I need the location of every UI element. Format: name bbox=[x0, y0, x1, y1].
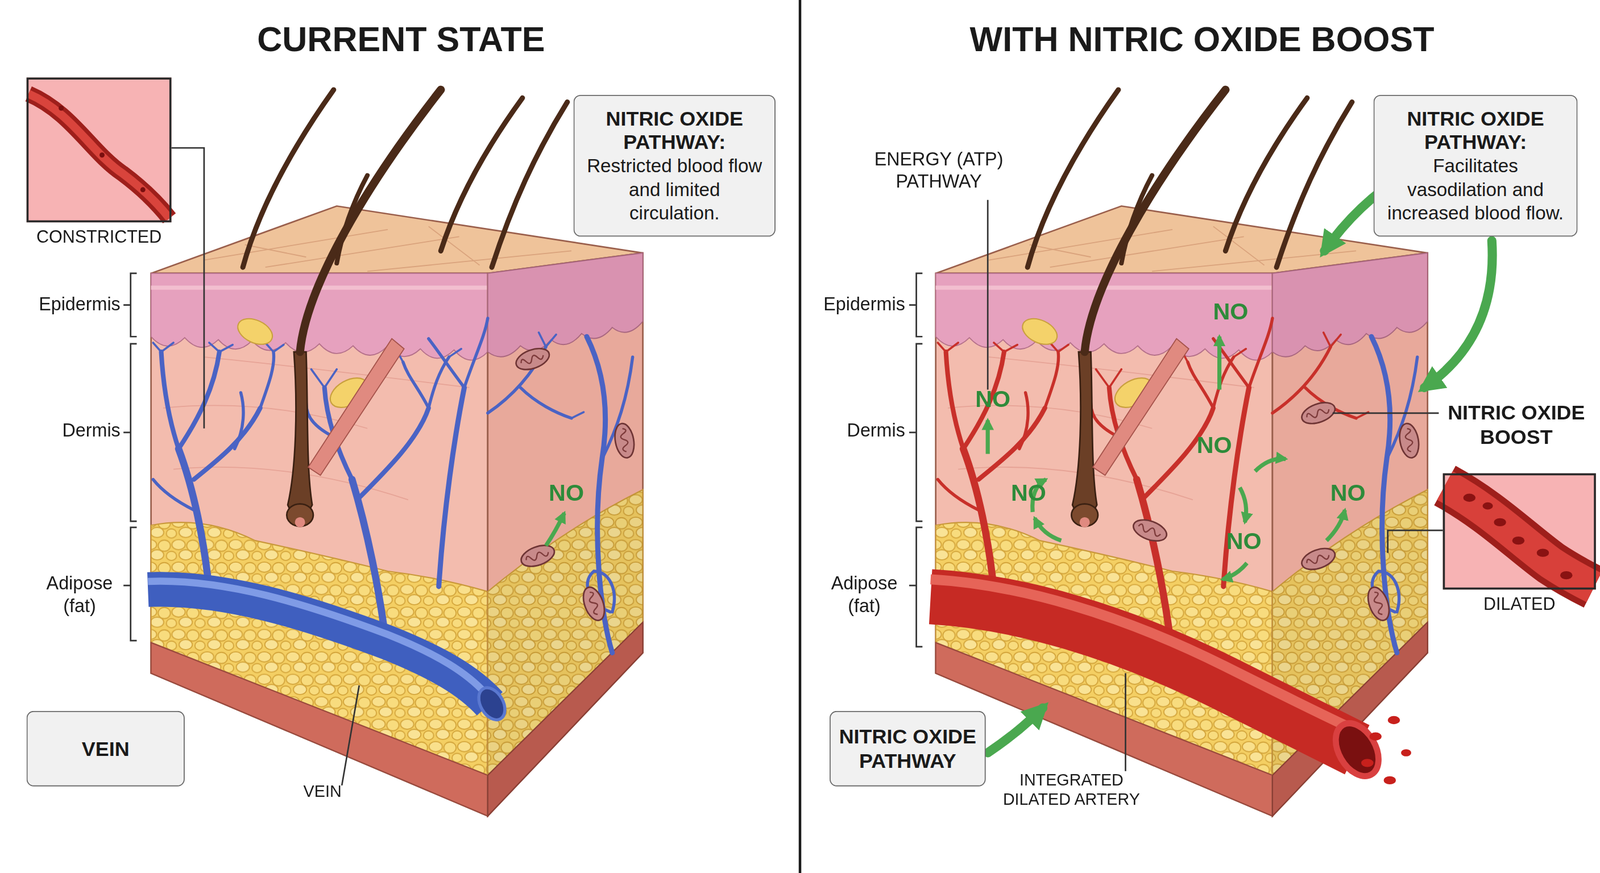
leader-line bbox=[1387, 530, 1444, 553]
constricted-vessel-wall bbox=[28, 93, 170, 219]
box-label: NITRIC OXIDE PATHWAY bbox=[834, 724, 981, 774]
skin-block-left bbox=[151, 206, 644, 817]
no-arrow bbox=[1217, 336, 1222, 390]
mitochondrion bbox=[1298, 544, 1338, 574]
layer-label: Epidermis bbox=[790, 293, 906, 317]
constricted-vessel-lumen bbox=[28, 93, 170, 219]
no-arrow bbox=[1254, 458, 1286, 472]
label-box: VEIN bbox=[26, 711, 185, 787]
no-arrow bbox=[1239, 487, 1246, 523]
blood-cell bbox=[1493, 518, 1507, 527]
no-label: NO bbox=[1322, 479, 1374, 508]
no-label: NO bbox=[1204, 297, 1257, 327]
callout-heading: NITRIC OXIDE PATHWAY: bbox=[581, 106, 768, 155]
layer-label: Adipose (fat) bbox=[36, 573, 123, 619]
pathway-arrow bbox=[987, 707, 1043, 753]
no-arrows bbox=[987, 336, 1345, 580]
no-arrow bbox=[985, 420, 990, 454]
inset-box: DILATED bbox=[1443, 473, 1597, 591]
mitochondrion bbox=[612, 421, 637, 460]
layer-bracket bbox=[123, 273, 137, 641]
no-arrow bbox=[1326, 510, 1345, 541]
mitochondrion bbox=[513, 344, 553, 374]
pathway-arrows bbox=[987, 173, 1492, 753]
no-arrow bbox=[545, 513, 565, 546]
layer-label: Dermis bbox=[6, 420, 121, 443]
mitochondrion bbox=[1397, 421, 1421, 460]
leader-line bbox=[1124, 673, 1127, 772]
hairs-right bbox=[1018, 89, 1353, 528]
blood-cell bbox=[58, 105, 64, 111]
vein-tube bbox=[147, 589, 490, 704]
blood-cell bbox=[1361, 759, 1374, 768]
leader-line bbox=[171, 147, 204, 429]
mitochondrion bbox=[1130, 516, 1170, 546]
layer-label: Epidermis bbox=[6, 293, 121, 317]
blood-cell bbox=[1400, 749, 1412, 757]
label-box: NITRIC OXIDE PATHWAY bbox=[829, 711, 986, 787]
blood-cell bbox=[1536, 549, 1550, 558]
inset-caption: CONSTRICTED bbox=[0, 227, 201, 248]
pathway-arrow bbox=[1424, 241, 1492, 388]
leader-line bbox=[1332, 412, 1440, 414]
leader-line bbox=[987, 200, 989, 391]
boost-label: NITRIC OXIDE BOOST bbox=[1436, 399, 1597, 449]
callout-heading: NITRIC OXIDE PATHWAY: bbox=[1381, 106, 1570, 155]
vessel-label: VEIN bbox=[281, 781, 364, 802]
leader-line bbox=[341, 685, 360, 786]
dilated-vessel-wall bbox=[1444, 485, 1594, 588]
mitochondrion bbox=[518, 541, 558, 571]
blood-cell bbox=[1482, 502, 1494, 511]
mitochondrion bbox=[1298, 398, 1338, 428]
hairs-left bbox=[233, 89, 568, 528]
dilated-vessel-lumen bbox=[1444, 485, 1594, 588]
no-label: NO bbox=[540, 479, 592, 508]
no-label: NO bbox=[1002, 479, 1055, 508]
box-label: VEIN bbox=[81, 736, 130, 762]
no-label: NO bbox=[967, 385, 1019, 414]
blood-cell bbox=[99, 152, 105, 158]
pathway-label: ENERGY (ATP) PATHWAY bbox=[861, 148, 1015, 194]
blood-cell bbox=[1463, 494, 1477, 503]
callout-box: NITRIC OXIDE PATHWAY:Facilitates vasodil… bbox=[1373, 94, 1578, 237]
blood-cell bbox=[1383, 776, 1397, 785]
inset-box: CONSTRICTED bbox=[26, 77, 172, 223]
callout-box: NITRIC OXIDE PATHWAY:Restricted blood fl… bbox=[573, 94, 776, 237]
layer-label: Adipose (fat) bbox=[821, 573, 908, 619]
blood-cell bbox=[1369, 732, 1382, 741]
artery-tube bbox=[930, 597, 1358, 750]
blood-cell bbox=[1512, 536, 1525, 545]
no-arrow bbox=[1222, 563, 1247, 580]
artery-highlight bbox=[930, 579, 1347, 727]
panel-divider bbox=[798, 0, 802, 873]
inset-caption: DILATED bbox=[1414, 594, 1600, 615]
mitochondrion bbox=[579, 584, 609, 624]
no-arrow bbox=[1034, 518, 1062, 541]
skin-block-right bbox=[935, 206, 1428, 817]
blood-cell bbox=[1387, 716, 1401, 725]
no-label: NO bbox=[1218, 527, 1270, 557]
vessel-label: INTEGRATED DILATED ARTERY bbox=[984, 770, 1159, 810]
vein-highlight bbox=[147, 581, 486, 695]
inset-background bbox=[1443, 473, 1597, 591]
callout-body: Restricted blood flow and limited circul… bbox=[581, 154, 768, 226]
mitochondrion bbox=[1364, 584, 1394, 624]
blood-cell bbox=[140, 187, 146, 193]
inset-background bbox=[26, 77, 172, 223]
blood-cell bbox=[1560, 571, 1573, 580]
layer-bracket bbox=[909, 273, 923, 648]
callout-body: Facilitates vasodilation and increased b… bbox=[1381, 154, 1570, 226]
vein-opening bbox=[473, 683, 511, 725]
layer-label: Dermis bbox=[790, 420, 906, 443]
no-label: NO bbox=[1188, 431, 1241, 460]
panel-title: CURRENT STATE bbox=[196, 18, 605, 60]
artery-opening bbox=[1327, 715, 1388, 784]
panel-title: WITH NITRIC OXIDE BOOST bbox=[921, 18, 1483, 60]
